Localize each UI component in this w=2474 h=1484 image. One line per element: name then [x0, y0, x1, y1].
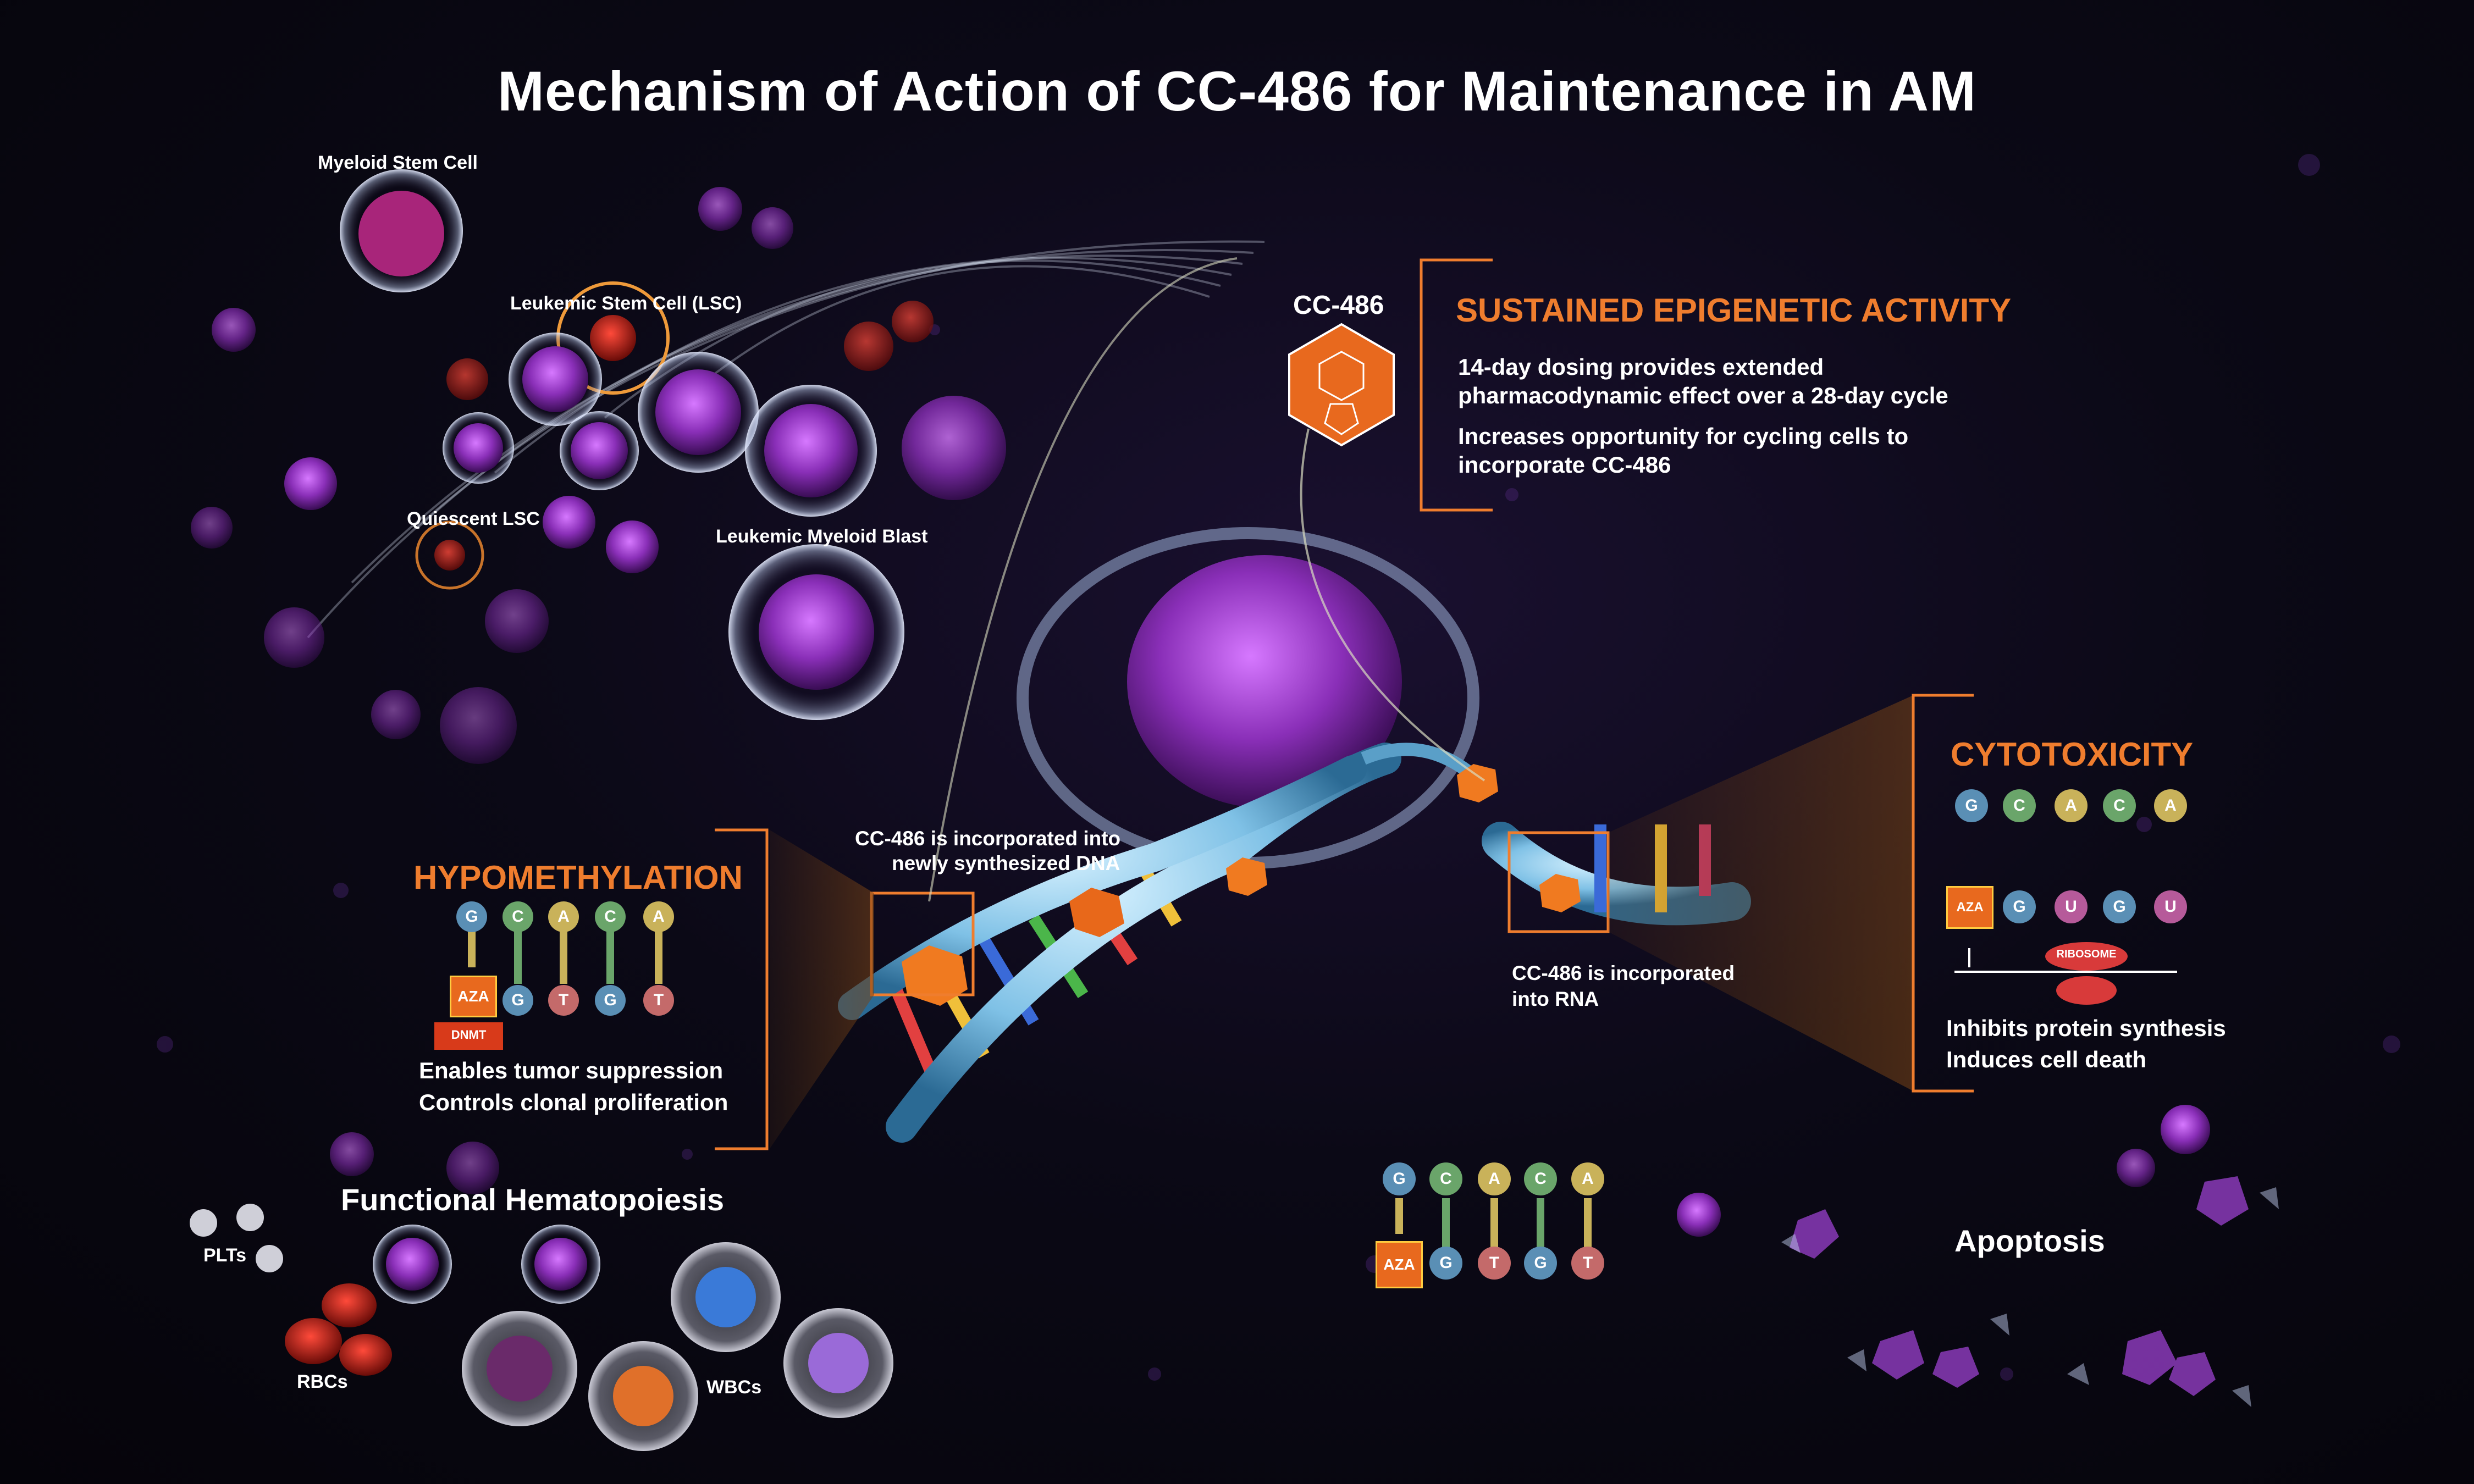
- base-a: A: [548, 901, 579, 932]
- label-leukemic-myeloid-blast: Leukemic Myeloid Blast: [716, 526, 928, 547]
- ribosome-icon: [1954, 942, 2177, 1005]
- label-plts: PLTs: [203, 1245, 247, 1266]
- dna-note-line2: newly synthesized DNA: [892, 852, 1120, 874]
- aza-badge: AZA: [1946, 886, 1993, 929]
- background-bokeh: [157, 154, 2400, 1381]
- label-myeloid-stem-cell: Myeloid Stem Cell: [318, 152, 478, 173]
- apoptosis-art: [1781, 1105, 2279, 1407]
- dnmt-label: DNMT: [451, 1028, 487, 1042]
- base-g: G: [595, 985, 626, 1016]
- blast-cluster: [191, 187, 1006, 764]
- cytotoxicity-bracket: [1912, 694, 1974, 1093]
- cytotoxicity-heading: CYTOTOXICITY: [1951, 736, 2194, 773]
- hypomethylation-dnmt-box: [434, 1022, 503, 1050]
- base-g: G: [1955, 789, 1988, 822]
- hematopoiesis-art: [190, 1132, 893, 1451]
- label-leukemic-stem-cell: Leukemic Stem Cell (LSC): [510, 293, 742, 314]
- leukemic-myeloid-blast: [728, 544, 904, 720]
- base-g: G: [502, 985, 533, 1016]
- hypomethylation-cone: [770, 830, 874, 1149]
- base-g: G: [1524, 1247, 1557, 1280]
- base-t: T: [1571, 1247, 1604, 1280]
- base-c: C: [2103, 789, 2136, 822]
- base-t: T: [643, 985, 674, 1016]
- ribosome-label: RIBOSOME: [2056, 948, 2117, 960]
- cytotoxicity-cone: [1608, 695, 1913, 1091]
- dna-helix: [838, 743, 1498, 1143]
- cytotoxicity-line1: Inhibits protein synthesis: [1946, 1015, 2226, 1041]
- dna-note-line1: CC-486 is incorporated into: [855, 827, 1121, 850]
- label-rbcs: RBCs: [297, 1371, 348, 1392]
- quiescent-lsc: [415, 520, 484, 590]
- base-t: T: [548, 985, 579, 1016]
- cc486-molecule-icon: [1288, 323, 1395, 447]
- drug-path-2: [928, 257, 1238, 902]
- base-u: U: [2154, 890, 2187, 923]
- base-t: T: [1478, 1247, 1511, 1280]
- epigenetic-line1b: pharmacodynamic effect over a 28-day cyc…: [1458, 383, 1948, 408]
- hypomethylation-line2: Controls clonal proliferation: [419, 1089, 728, 1115]
- apoptosis-label: Apoptosis: [1954, 1223, 2105, 1258]
- base-c: C: [2003, 789, 2036, 822]
- hypomethylation-bracket: [715, 828, 769, 1150]
- base-u: U: [2055, 890, 2088, 923]
- hypomethylation-heading: HYPOMETHYLATION: [413, 859, 743, 896]
- base-c: C: [1524, 1162, 1557, 1195]
- base-a: A: [2055, 789, 2088, 822]
- base-c: C: [595, 901, 626, 932]
- epigenetic-line2a: Increases opportunity for cycling cells …: [1458, 423, 1909, 449]
- rna-note-line2: into RNA: [1512, 988, 1599, 1010]
- lone-cell: [1677, 1193, 1721, 1237]
- diagram-title: Mechanism of Action of CC-486 for Mainte…: [497, 60, 1977, 123]
- base-g: G: [2103, 890, 2136, 923]
- base-g: G: [1429, 1247, 1462, 1280]
- base-a: A: [643, 901, 674, 932]
- base-g: G: [456, 901, 487, 932]
- base-g: G: [1383, 1162, 1416, 1195]
- label-quiescent-lsc: Quiescent LSC: [407, 508, 540, 529]
- rna-note-line1: CC-486 is incorporated: [1512, 962, 1735, 984]
- base-g: G: [2003, 890, 2036, 923]
- base-c: C: [502, 901, 533, 932]
- label-cc486: CC-486: [1293, 291, 1384, 320]
- epigenetic-line1a: 14-day dosing provides extended: [1458, 354, 1824, 380]
- epigenetic-bracket: [1420, 258, 1493, 512]
- drug-path: [1300, 428, 1485, 782]
- epigenetic-heading: SUSTAINED EPIGENETIC ACTIVITY: [1456, 292, 2012, 329]
- aza-badge: AZA: [450, 976, 497, 1017]
- hypomethylation-line1: Enables tumor suppression: [419, 1057, 724, 1083]
- cytotoxicity-line2: Induces cell death: [1946, 1046, 2147, 1072]
- myeloid-stem-cell: [340, 169, 463, 292]
- aza-badge: AZA: [1376, 1241, 1423, 1288]
- hypomethylation-strand-art: [468, 929, 662, 984]
- epigenetic-line2b: incorporate CC-486: [1458, 452, 1671, 478]
- hematopoiesis-heading: Functional Hematopoiesis: [341, 1182, 724, 1217]
- base-a: A: [1478, 1162, 1511, 1195]
- center-strand-art: [1395, 1198, 1592, 1248]
- base-a: A: [2154, 789, 2187, 822]
- label-wbcs: WBCs: [706, 1377, 762, 1398]
- base-a: A: [1571, 1162, 1604, 1195]
- base-c: C: [1429, 1162, 1462, 1195]
